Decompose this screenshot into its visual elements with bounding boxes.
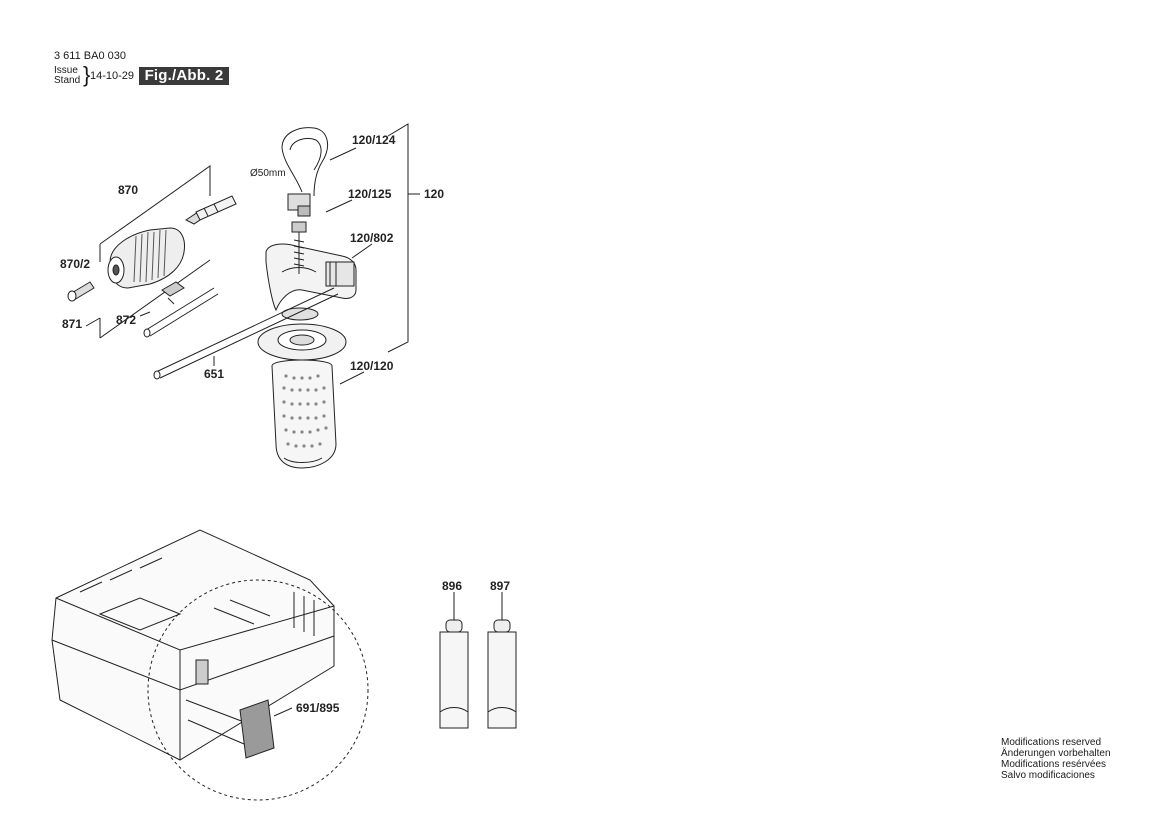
grease-tube-896	[439, 592, 469, 729]
label-870: 870	[118, 183, 138, 197]
label-870-2: 870/2	[60, 257, 90, 271]
modifications-line-es: Salvo modificaciones	[1001, 770, 1095, 781]
issue-date: 14-10-29	[90, 70, 135, 82]
issue-label: Issue	[54, 65, 78, 76]
label-871: 871	[62, 317, 82, 331]
drill-chuck	[107, 227, 185, 289]
sds-adapter	[185, 195, 237, 225]
label-120-120: 120/120	[350, 359, 394, 373]
document-number: 3 611 BA0 030	[54, 50, 126, 62]
label-120-125: 120/125	[348, 187, 392, 201]
label-691-895: 691/895	[296, 701, 340, 715]
issue-stand-label: Issue Stand	[54, 66, 80, 86]
label-120: 120	[424, 187, 444, 201]
modifications-note: Modifications reserved Änderungen vorbeh…	[1001, 737, 1111, 781]
modifications-line-fr: Modifications resérvées	[1001, 759, 1107, 770]
label-120-124: 120/124	[352, 133, 396, 147]
label-120-802: 120/802	[350, 231, 394, 245]
label-651: 651	[204, 367, 224, 381]
stand-label: Stand	[54, 75, 81, 86]
clamp-screw	[291, 221, 307, 274]
auxiliary-handle-grip	[257, 323, 347, 469]
label-897: 897	[490, 579, 510, 593]
modifications-line-de: Änderungen vorbehalten	[1001, 748, 1111, 759]
figure-badge: Fig./Abb. 2	[139, 67, 229, 85]
brace-glyph: }	[83, 62, 91, 87]
detail-circle	[147, 579, 369, 801]
depth-stop-clamp-band	[281, 127, 329, 217]
chuck-key	[143, 281, 219, 338]
label-diameter: Ø50mm	[250, 168, 286, 179]
depth-stop-rod	[153, 287, 339, 380]
group-870-bracket-bottom	[99, 259, 211, 339]
modifications-line-en: Modifications reserved	[1001, 737, 1102, 748]
case-insert-plate	[239, 699, 275, 759]
label-872: 872	[116, 313, 136, 327]
handle-head-clamp	[265, 243, 357, 321]
grease-tube-897	[487, 592, 517, 729]
label-896: 896	[442, 579, 462, 593]
carrying-case	[51, 529, 369, 801]
group-120-bracket	[387, 123, 409, 353]
chuck-screw	[67, 281, 95, 302]
grip-texture	[282, 374, 328, 448]
group-870-bracket-top	[99, 165, 211, 245]
